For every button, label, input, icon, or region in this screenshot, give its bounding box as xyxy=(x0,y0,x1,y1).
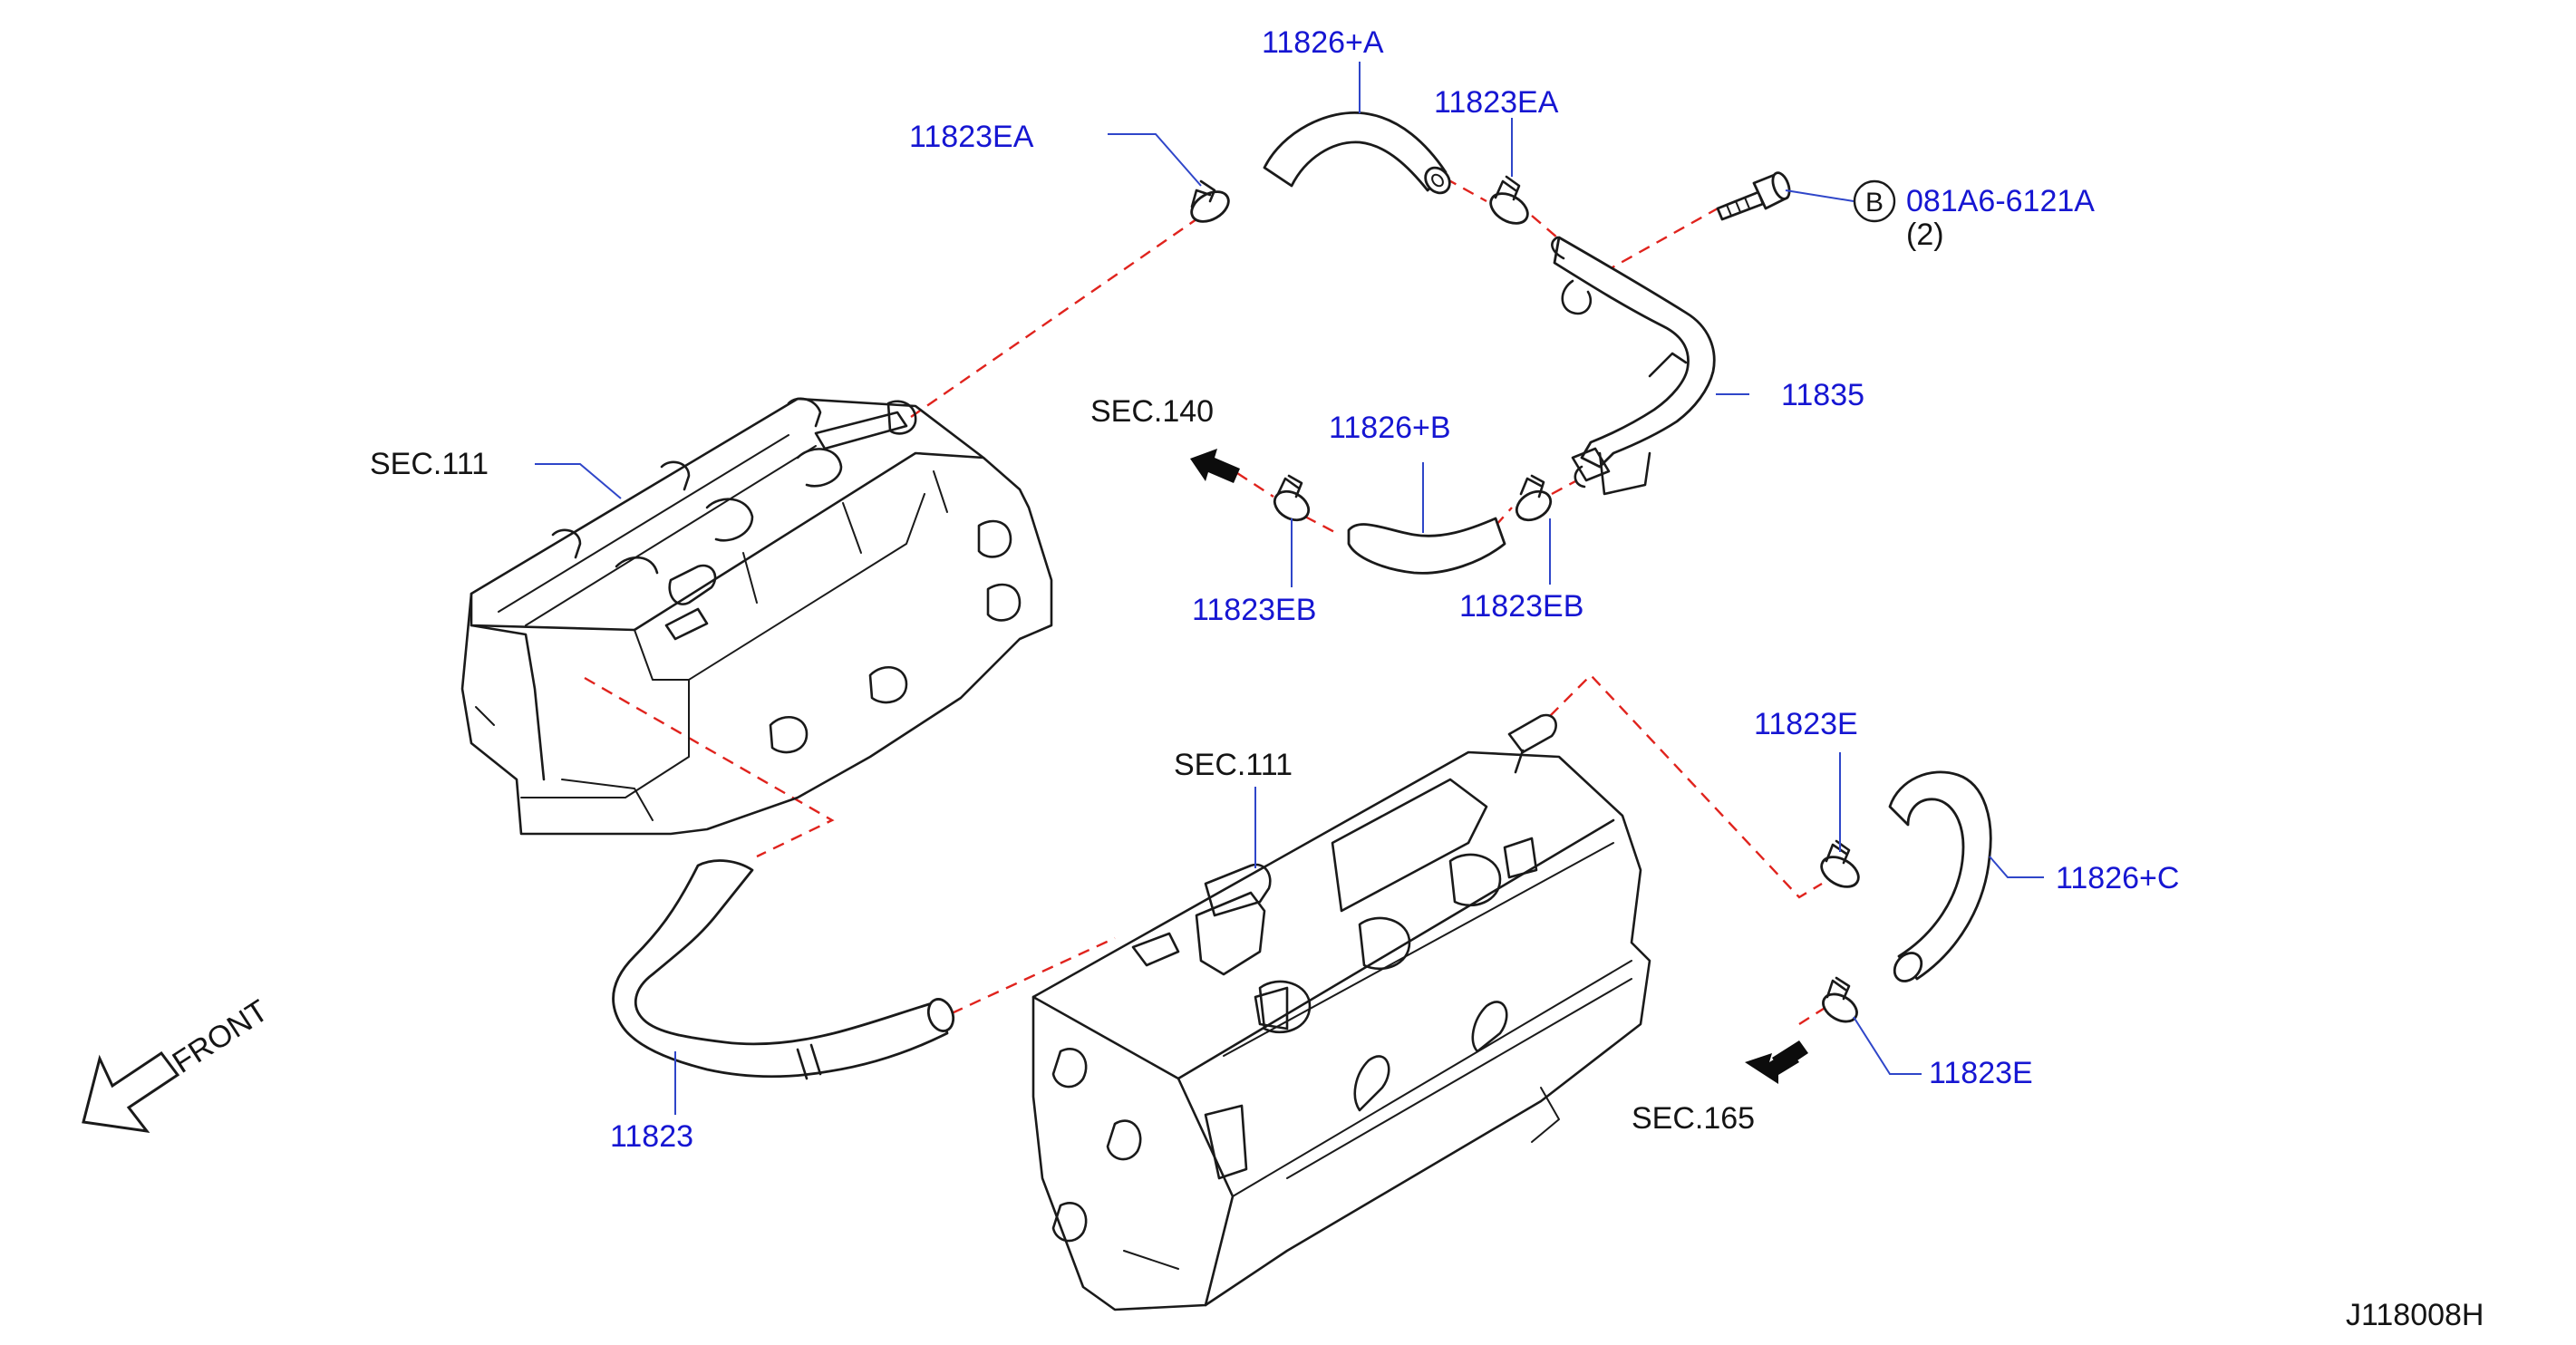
label-hose-11826a: 11826+A xyxy=(1262,25,1384,60)
dash-hose-a-to-clamp xyxy=(1445,177,1487,203)
dash-hose-to-right-head xyxy=(951,936,1116,1015)
label-clamp-11823ea-left: 11823EA xyxy=(909,120,1034,154)
dash-right-head-to-clamp-e xyxy=(1549,673,1823,899)
tube-11835 xyxy=(1551,236,1716,496)
hose-11826c xyxy=(1888,770,1992,982)
bolt-ref-circle: B xyxy=(1853,179,1896,223)
label-clamp-11823e-top: 11823E xyxy=(1754,707,1858,741)
label-clamp-11823eb-right: 11823EB xyxy=(1459,589,1583,624)
label-bolt-part: 081A6-6121A xyxy=(1906,184,2095,218)
dash-clamp-to-tube xyxy=(1531,215,1564,244)
label-tube-11835: 11835 xyxy=(1781,378,1864,412)
dash-left-head-zigzag xyxy=(584,676,835,858)
connection-lines xyxy=(584,177,1850,1026)
dash-clamp-to-tube-end xyxy=(1551,479,1578,496)
hose-11823 xyxy=(612,859,955,1080)
solid-arrow-icon xyxy=(1190,449,1240,483)
clamp-eb-right xyxy=(1515,474,1553,522)
flange-bolt-icon xyxy=(1716,171,1791,221)
clamp-ea-left xyxy=(1190,179,1230,223)
clamp-eb-left xyxy=(1273,474,1311,522)
sec140-arrow xyxy=(1190,449,1240,483)
hose-11826b xyxy=(1347,517,1506,575)
dash-tube-to-bolt xyxy=(1603,207,1719,274)
dash-head-to-clamp-ea xyxy=(910,212,1206,418)
label-clamp-11823ea-right: 11823EA xyxy=(1434,85,1559,120)
label-hose-11823: 11823 xyxy=(610,1119,693,1154)
label-bolt-circle: B xyxy=(1865,188,1884,218)
leader-lines xyxy=(535,62,2044,1115)
label-sec111-right: SEC.111 xyxy=(1174,748,1293,782)
label-bolt-qty: (2) xyxy=(1906,218,1944,252)
front-arrow xyxy=(82,1050,180,1134)
clamp-e-bottom xyxy=(1822,976,1858,1023)
labels: 11826+A 11823EA 11823EA B 081A6-6121A (2… xyxy=(167,25,2484,1332)
label-front: FRONT xyxy=(167,993,275,1080)
outline-arrow-icon xyxy=(82,1050,180,1134)
hose-11826a xyxy=(1263,111,1451,195)
dash-clamp-to-hose-b xyxy=(1304,515,1341,537)
label-sec140: SEC.140 xyxy=(1090,394,1214,429)
label-sec111-left: SEC.111 xyxy=(370,447,489,481)
clamp-ea-right xyxy=(1489,175,1529,225)
label-clamp-11823e-bottom: 11823E xyxy=(1929,1056,2033,1090)
label-clamp-11823eb-left: 11823EB xyxy=(1192,593,1316,627)
diagram-id: J118008H xyxy=(2346,1298,2484,1332)
sec165-arrow xyxy=(1745,1040,1808,1084)
cylinder-head-left xyxy=(460,397,1053,836)
cylinder-head-right xyxy=(1031,713,1651,1311)
label-sec165: SEC.165 xyxy=(1632,1101,1755,1136)
dash-sec140-to-clamp xyxy=(1236,471,1274,498)
label-hose-11826c: 11826+C xyxy=(2056,861,2179,895)
label-hose-11826b: 11826+B xyxy=(1329,411,1451,445)
clamp-e-top xyxy=(1820,839,1860,888)
